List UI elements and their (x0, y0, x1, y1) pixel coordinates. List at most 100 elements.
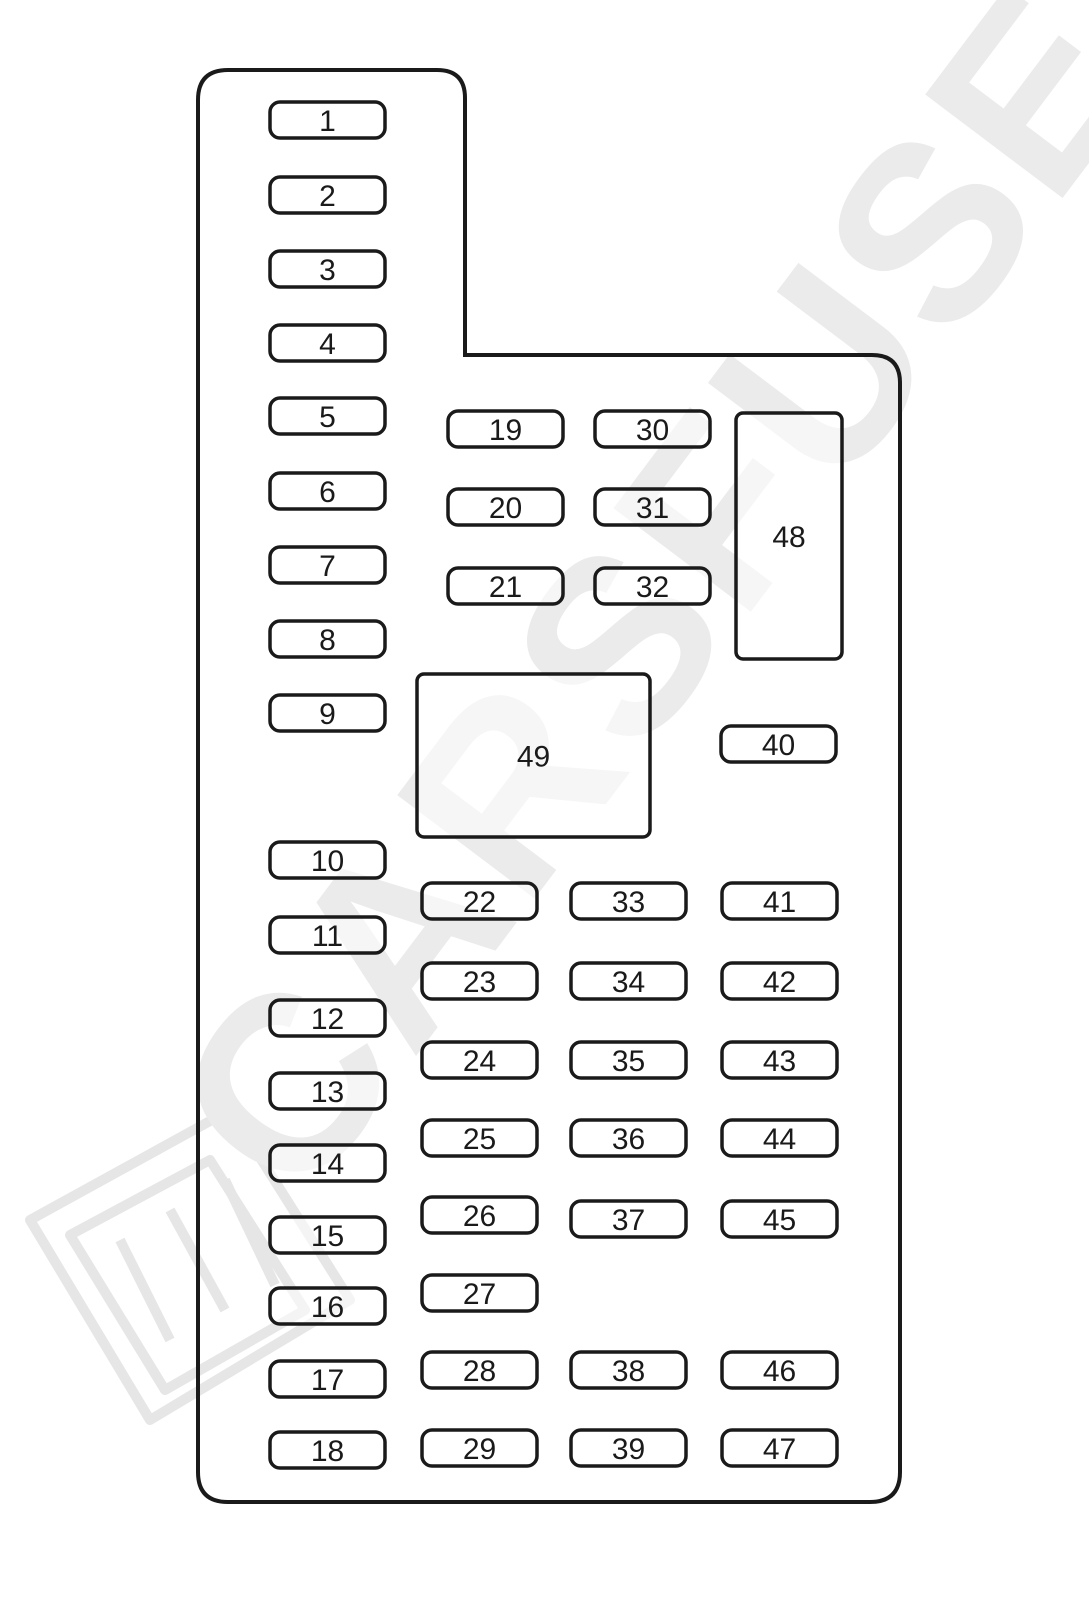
fuse-42-slot (720, 961, 839, 1001)
fuse-45: 45 (720, 1199, 839, 1239)
fuse-3: 3 (268, 249, 387, 289)
fuse-42-label: 42 (763, 966, 796, 999)
fuse-19-slot (446, 409, 565, 449)
fuse-30: 30 (593, 409, 712, 449)
fuse-38-label: 38 (612, 1355, 645, 1388)
fuse-36-label: 36 (612, 1123, 645, 1156)
fuse-9: 9 (268, 693, 387, 733)
fuse-49: 49 (415, 672, 652, 839)
fuse-box-outline (196, 68, 902, 1504)
fuse-9-label: 9 (319, 698, 336, 731)
fuse-26-slot (420, 1195, 539, 1235)
fuse-48-label: 48 (772, 521, 805, 554)
fuse-37-label: 37 (612, 1204, 645, 1237)
fuse-42: 42 (720, 961, 839, 1001)
fuse-13-slot (268, 1071, 387, 1111)
fuse-32-label: 32 (636, 571, 669, 604)
fuse-1-slot (268, 100, 387, 140)
fuse-6: 6 (268, 471, 387, 511)
fuse-22-slot (420, 881, 539, 921)
fuse-43-label: 43 (763, 1045, 796, 1078)
fuse-3-label: 3 (319, 254, 336, 287)
fuse-32: 32 (593, 566, 712, 606)
fuse-25-label: 25 (463, 1123, 496, 1156)
fuse-36-slot (569, 1118, 688, 1158)
fuse-layer: 1234567891011121314151617181920212223242… (268, 100, 844, 1470)
fuse-47: 47 (720, 1428, 839, 1468)
fuse-33: 33 (569, 881, 688, 921)
fuse-15: 15 (268, 1215, 387, 1255)
fuse-48: 48 (734, 411, 844, 661)
fuse-22-label: 22 (463, 886, 496, 919)
fuse-28-label: 28 (463, 1355, 496, 1388)
fuse-7: 7 (268, 545, 387, 585)
fuse-11: 11 (268, 915, 387, 955)
fuse-11-slot (268, 915, 387, 955)
fuse-7-slot (268, 545, 387, 585)
fuse-47-label: 47 (763, 1433, 796, 1466)
fuse-38: 38 (569, 1350, 688, 1390)
fuse-16-label: 16 (311, 1291, 344, 1324)
fuse-13: 13 (268, 1071, 387, 1111)
fuse-23: 23 (420, 961, 539, 1001)
fuse-28-slot (420, 1350, 539, 1390)
fuse-41-slot (720, 881, 839, 921)
fuse-32-slot (593, 566, 712, 606)
fuse-44-label: 44 (763, 1123, 796, 1156)
fuse-48-slot (734, 411, 844, 661)
fuse-29-slot (420, 1428, 539, 1468)
fuse-18-slot (268, 1430, 387, 1470)
fuse-49-slot (415, 672, 652, 839)
fuse-33-slot (569, 881, 688, 921)
fuse-5-label: 5 (319, 401, 336, 434)
fuse-39-slot (569, 1428, 688, 1468)
fuse-36: 36 (569, 1118, 688, 1158)
fuse-25: 25 (420, 1118, 539, 1158)
fuse-21-label: 21 (489, 571, 522, 604)
fuse-24: 24 (420, 1040, 539, 1080)
fuse-25-slot (420, 1118, 539, 1158)
fuse-5-slot (268, 396, 387, 436)
fuse-27-label: 27 (463, 1278, 496, 1311)
fuse-17-slot (268, 1359, 387, 1399)
fuse-10-slot (268, 840, 387, 880)
fuse-9-slot (268, 693, 387, 733)
fuse-8: 8 (268, 619, 387, 659)
fuse-39: 39 (569, 1428, 688, 1468)
fuse-12-label: 12 (311, 1003, 344, 1036)
fuse-13-label: 13 (311, 1076, 344, 1109)
fuse-20-slot (446, 487, 565, 527)
fuse-45-slot (720, 1199, 839, 1239)
fuse-37: 37 (569, 1199, 688, 1239)
fuse-45-label: 45 (763, 1204, 796, 1237)
fuse-14-slot (268, 1143, 387, 1183)
fuse-4-label: 4 (319, 328, 336, 361)
fuse-47-slot (720, 1428, 839, 1468)
fuse-12-slot (268, 998, 387, 1038)
fuse-1-label: 1 (319, 105, 336, 138)
fuse-49-label: 49 (517, 741, 550, 774)
fuse-33-label: 33 (612, 886, 645, 919)
fuse-2: 2 (268, 175, 387, 215)
fuse-34-label: 34 (612, 966, 645, 999)
fuse-40: 40 (719, 724, 838, 764)
fuse-4: 4 (268, 323, 387, 363)
fuse-35: 35 (569, 1040, 688, 1080)
fuse-30-slot (593, 409, 712, 449)
fuse-14: 14 (268, 1143, 387, 1183)
fuse-43: 43 (720, 1040, 839, 1080)
fuse-8-label: 8 (319, 624, 336, 657)
fuse-14-label: 14 (311, 1148, 344, 1181)
fuse-10: 10 (268, 840, 387, 880)
fuse-40-slot (719, 724, 838, 764)
fuse-18: 18 (268, 1430, 387, 1470)
fuse-35-slot (569, 1040, 688, 1080)
fuse-10-label: 10 (311, 845, 344, 878)
fuse-5: 5 (268, 396, 387, 436)
fuse-34: 34 (569, 961, 688, 1001)
fuse-40-label: 40 (762, 729, 795, 762)
fuse-31-label: 31 (636, 492, 669, 525)
fuse-41: 41 (720, 881, 839, 921)
fuse-23-slot (420, 961, 539, 1001)
